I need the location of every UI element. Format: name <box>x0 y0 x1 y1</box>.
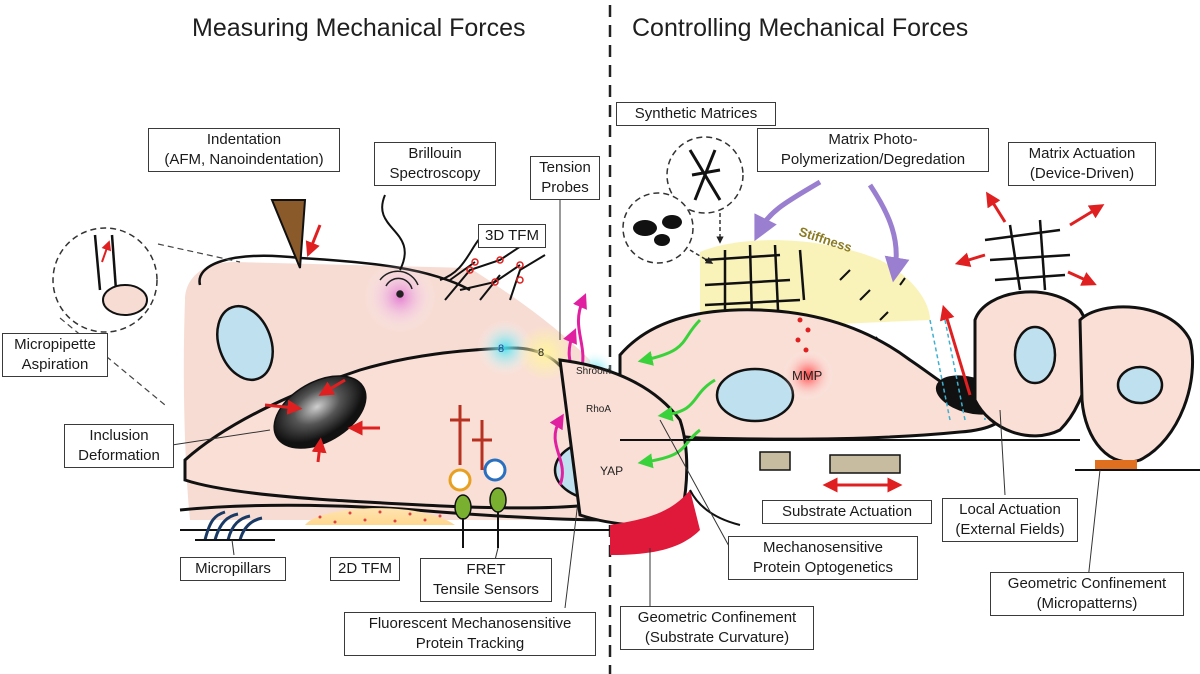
label-micropipette-line2: Aspiration <box>21 356 89 373</box>
label-synthetic: Synthetic Matrices <box>616 102 776 126</box>
fret-sensor <box>450 405 492 470</box>
label-actuation-line1: Matrix Actuation <box>1028 145 1136 162</box>
curvature-substrate <box>610 490 700 555</box>
label-optogenetics-line1: Mechanosensitive <box>762 539 884 556</box>
label-fret: FRET Tensile Sensors <box>420 558 552 602</box>
label-micropatterns-line2: (Micropatterns) <box>1036 595 1138 612</box>
svg-text:8: 8 <box>538 347 544 359</box>
label-photo: Matrix Photo- Polymerization/Degredation <box>757 128 989 172</box>
label-fluorescent-line2: Protein Tracking <box>415 635 525 652</box>
label-inclusion-line2: Deformation <box>78 447 160 464</box>
label-local: Local Actuation (External Fields) <box>942 498 1078 542</box>
label-indentation: Indentation (AFM, Nanoindentation) <box>148 128 340 172</box>
label-brillouin-line1: Brillouin <box>408 145 462 162</box>
yap-text: YAP <box>600 464 624 478</box>
label-micropatterns: Geometric Confinement (Micropatterns) <box>990 572 1184 616</box>
label-micropatterns-line1: Geometric Confinement <box>1007 575 1167 592</box>
photopolymer-matrix <box>700 240 930 330</box>
label-fluorescent: Fluorescent Mechanosensitive Protein Tra… <box>344 612 596 656</box>
shroom-text: Shroom <box>576 366 612 377</box>
label-micropillars: Micropillars <box>180 557 286 581</box>
label-indentation-line2: (AFM, Nanoindentation) <box>164 151 324 168</box>
label-inclusion-line1: Inclusion <box>89 427 149 444</box>
label-fret-line2: Tensile Sensors <box>433 581 539 598</box>
label-optogenetics: Mechanosensitive Protein Optogenetics <box>728 536 918 580</box>
label-photo-line2: Polymerization/Degredation <box>780 151 966 168</box>
matrix-crosslinks <box>704 244 806 321</box>
label-brillouin-line2: Spectroscopy <box>389 165 481 182</box>
synthetic-matrix-bubble-2 <box>622 192 694 264</box>
label-actuation: Matrix Actuation (Device-Driven) <box>1008 142 1156 186</box>
left-substrate <box>179 503 611 522</box>
left-top-nucleus <box>216 304 274 382</box>
tfm-2d-bead-layer <box>305 508 455 525</box>
label-local-line2: (External Fields) <box>955 521 1065 538</box>
label-substrate: Substrate Actuation <box>762 500 932 524</box>
label-micropipette-line1: Micropipette <box>14 336 96 353</box>
label-curvature-line1: Geometric Confinement <box>637 609 797 626</box>
label-fluorescent-line1: Fluorescent Mechanosensitive <box>368 615 572 632</box>
label-tension-probes: Tension Probes <box>530 156 600 200</box>
tfm-3d-fibers <box>444 239 546 301</box>
micropillars-array <box>203 510 263 541</box>
label-fret-line1: FRET <box>466 561 506 578</box>
mmp-text: MMP <box>792 368 823 383</box>
label-micropipette: Micropipette Aspiration <box>2 333 108 377</box>
label-local-line1: Local Actuation <box>959 501 1061 518</box>
label-inclusion: Inclusion Deformation <box>64 424 174 468</box>
inclusion-particle <box>273 375 367 449</box>
label-actuation-line2: (Device-Driven) <box>1029 165 1135 182</box>
label-indentation-line1: Indentation <box>206 131 282 148</box>
label-curvature: Geometric Confinement (Substrate Curvatu… <box>620 606 814 650</box>
label-tension-line1: Tension <box>539 159 591 176</box>
label-3d-tfm: 3D TFM <box>478 224 546 248</box>
label-photo-line1: Matrix Photo- <box>828 131 918 148</box>
rhoa-text: RhoA <box>586 404 612 415</box>
label-tension-line2: Probes <box>541 179 589 196</box>
label-optogenetics-line2: Protein Optogenetics <box>752 559 894 576</box>
label-brillouin: Brillouin Spectroscopy <box>374 142 496 186</box>
label-curvature-line2: (Substrate Curvature) <box>644 629 790 646</box>
svg-text:8: 8 <box>498 343 504 355</box>
afm-tip <box>270 199 307 269</box>
micropipette-zoom <box>52 227 158 333</box>
label-2d-tfm: 2D TFM <box>330 557 400 581</box>
heading-measuring: Measuring Mechanical Forces <box>192 14 526 42</box>
actuation-network <box>984 219 1071 291</box>
right-nucleus <box>715 367 795 423</box>
heading-controlling: Controlling Mechanical Forces <box>632 14 969 42</box>
